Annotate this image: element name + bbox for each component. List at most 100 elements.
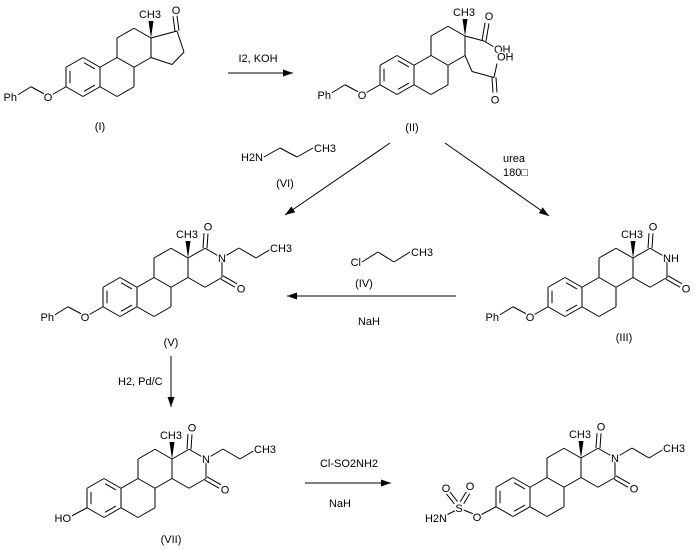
arrow-II-to-V xyxy=(284,142,391,216)
ring-b-bond xyxy=(413,84,432,95)
ring-d-bond xyxy=(171,448,190,460)
ring-d-bond xyxy=(580,447,599,459)
ring-b-bond xyxy=(529,506,548,517)
bond xyxy=(444,510,456,517)
sulfur-label: S xyxy=(455,503,462,515)
ring-b-bond xyxy=(153,306,172,317)
ring-a-bond xyxy=(82,57,101,68)
imide-nitrogen: N xyxy=(611,453,619,465)
ring-b-bond xyxy=(99,57,118,68)
double-bond xyxy=(665,278,681,288)
ring-b-bond xyxy=(581,277,600,288)
double-bond xyxy=(206,233,209,249)
ring-c-bond xyxy=(133,27,152,39)
ring-b-bond xyxy=(546,477,565,488)
ring-d-bond xyxy=(188,448,207,460)
ring-d-bond xyxy=(150,30,178,39)
ring-b-bond xyxy=(120,507,139,518)
ring-c-bond xyxy=(563,477,582,488)
ring-c-bond xyxy=(170,247,189,259)
ring-c-bond xyxy=(133,57,152,68)
compound-label-VII: (VII) xyxy=(161,534,182,546)
ether-oxygen: O xyxy=(81,312,90,324)
propyl-methyl-label: CH3 xyxy=(663,443,685,455)
carbonyl-oxygen: O xyxy=(682,284,691,296)
arrow-II-to-III xyxy=(444,142,550,217)
ring-a-bond xyxy=(65,86,84,97)
arrow-shaft xyxy=(284,142,391,216)
compound-label-I: (I) xyxy=(95,121,105,133)
ring-a-bond xyxy=(103,507,122,518)
ring-c-bond xyxy=(615,247,634,259)
condition-hydrogenation: H2, Pd/C xyxy=(118,376,163,388)
condition-temperature: 180□ xyxy=(503,167,528,179)
aromatic-bond xyxy=(83,84,96,92)
bond xyxy=(471,71,495,78)
ring-a-bond xyxy=(564,306,583,317)
ring-b-bond xyxy=(430,84,449,95)
double-bond xyxy=(613,478,629,488)
ring-a-bond xyxy=(396,55,415,66)
bond xyxy=(365,84,381,94)
aromatic-bond xyxy=(565,282,578,290)
bond xyxy=(377,251,395,263)
double-bond xyxy=(491,77,494,93)
ring-c-bond xyxy=(447,25,466,37)
aromatic-bond xyxy=(513,504,526,512)
bond xyxy=(393,251,411,263)
bond xyxy=(533,306,549,316)
ether-oxygen: O xyxy=(358,90,367,102)
propyl-bond xyxy=(255,248,272,259)
ring-b-bond xyxy=(598,306,617,317)
propyl-bond xyxy=(648,448,665,459)
compound-label-V: (V) xyxy=(164,337,179,349)
double-bond xyxy=(485,23,490,42)
arrow-VII-to-product xyxy=(305,479,391,487)
bond xyxy=(464,35,485,42)
ring-d-bond xyxy=(632,277,651,288)
methyl-label: CH3 xyxy=(176,229,198,241)
hydroxy-label: HO xyxy=(55,513,72,525)
acid-oxygen: O xyxy=(491,95,500,107)
double-bond xyxy=(186,434,189,450)
methyl-label: CH3 xyxy=(139,9,161,21)
bond xyxy=(263,147,281,158)
double-bond xyxy=(202,233,205,249)
sulfamoyl-amine: H2N xyxy=(425,513,447,525)
ring-d-bond xyxy=(597,447,616,459)
aromatic-bond xyxy=(397,60,410,68)
methyl-label: CH3 xyxy=(411,247,433,259)
ring-d-bond xyxy=(171,478,190,489)
ring-a-bond xyxy=(119,277,138,288)
bond xyxy=(279,147,298,158)
sulfonyl-oxygen: O xyxy=(442,483,451,495)
bond xyxy=(512,306,527,315)
carbonyl-oxygen: O xyxy=(188,422,197,434)
double-bond xyxy=(449,491,458,502)
ring-b-bond xyxy=(116,57,135,68)
ring-a-bond xyxy=(379,55,398,66)
ether-oxygen: O xyxy=(44,92,53,104)
ring-b-bond xyxy=(136,277,155,288)
bond xyxy=(71,507,88,517)
arrowhead xyxy=(167,397,175,407)
ring-a-bond xyxy=(102,277,121,288)
ring-c-bond xyxy=(447,55,466,66)
arrowhead xyxy=(287,292,297,300)
double-bond xyxy=(459,491,467,502)
bond xyxy=(344,84,359,93)
double-bond xyxy=(667,275,683,285)
aromatic-bond xyxy=(565,304,578,312)
imide-nitrogen: N xyxy=(218,253,226,265)
ring-d-bond xyxy=(597,477,616,488)
aromatic-bond xyxy=(83,62,96,70)
ring-a-bond xyxy=(547,277,566,288)
propyl-bond xyxy=(614,447,633,459)
bond xyxy=(483,40,495,48)
ring-a-bond xyxy=(119,306,138,317)
